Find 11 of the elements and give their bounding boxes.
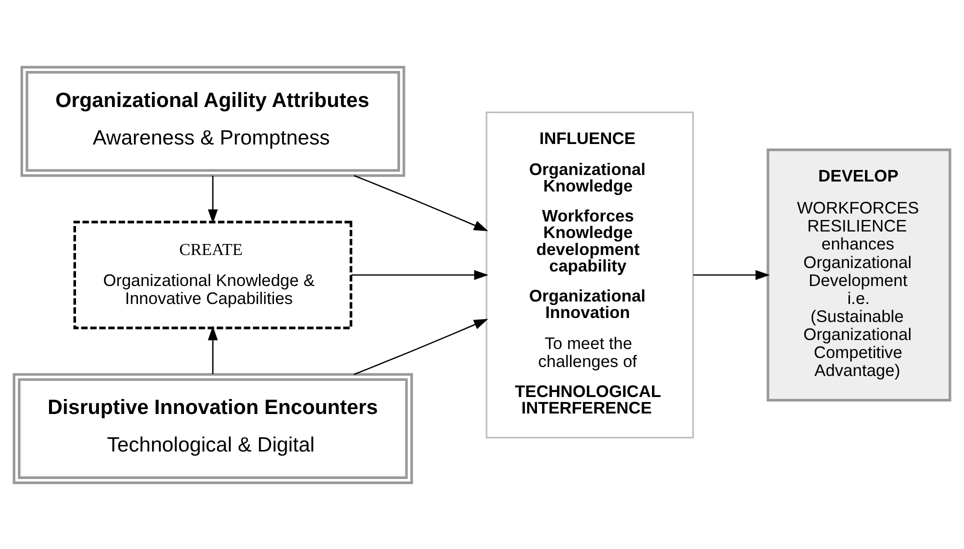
arrow: [208, 326, 218, 374]
arrow: [693, 270, 770, 280]
arrow: [351, 270, 488, 280]
arrow: [354, 318, 488, 374]
arrow: [354, 174, 488, 231]
node-box: CREATE Organizational Knowledge & Innovative Capabilities: [73, 220, 352, 329]
node-box: Disruptive Innovation Encounters Technological & Digital: [12, 372, 413, 484]
node-box: INFLUENCE Organizational Knowledge Workforces Knowledge development capability Organizational Innovation To meet the challenges of TECHNOLOGICAL INTERFERENCE: [486, 111, 694, 438]
arrow: [208, 175, 218, 224]
node-box: Organizational Agility Attributes Awareness & Promptness: [20, 65, 406, 176]
node-box: DEVELOP WORKFORCES RESILIENCE enhances Organizational Development i.e. (Sustainable Organizational Competitive Advantage): [766, 148, 952, 402]
